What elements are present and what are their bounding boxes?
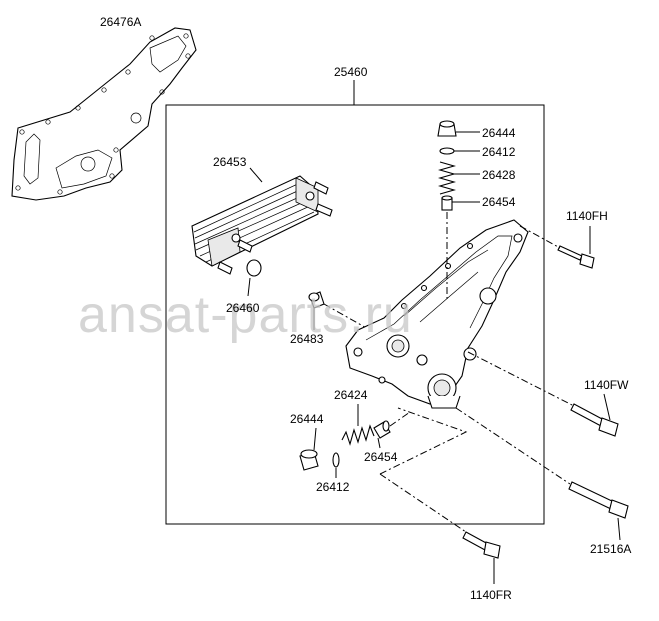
label-26412-upper: 26412 xyxy=(482,145,516,159)
washer-26412-lower xyxy=(332,452,340,468)
label-26412-lower: 26412 xyxy=(316,480,350,494)
oil-filter-housing xyxy=(345,219,529,409)
label-1140FR: 1140FR xyxy=(470,588,512,602)
label-26444-lower: 26444 xyxy=(290,412,324,426)
label-26424: 26424 xyxy=(334,388,368,402)
bolt-1140FW xyxy=(570,403,619,437)
label-26444-upper: 26444 xyxy=(482,126,516,140)
o-ring-26460 xyxy=(246,259,262,277)
label-26460: 26460 xyxy=(226,301,260,315)
bolt-1140FR xyxy=(462,531,501,559)
oil-cooler-26453 xyxy=(191,175,333,275)
bolt-21516A xyxy=(568,481,629,519)
assembly-frame xyxy=(165,104,545,525)
valve-26454-upper xyxy=(441,195,453,211)
gasket-26476A xyxy=(11,27,197,201)
label-26454-lower: 26454 xyxy=(364,450,398,464)
label-26454-upper: 26454 xyxy=(482,195,516,209)
bolt-1140FH xyxy=(557,245,595,269)
plug-26444-lower xyxy=(299,449,319,471)
label-1140FH: 1140FH xyxy=(566,209,608,223)
label-26483: 26483 xyxy=(290,332,324,346)
label-21516A: 21516A xyxy=(590,542,631,556)
washer-26412-upper xyxy=(439,147,455,155)
label-1140FW: 1140FW xyxy=(584,378,629,392)
label-26476A: 26476A xyxy=(100,15,141,29)
label-26453: 26453 xyxy=(213,155,247,169)
label-25460: 25460 xyxy=(334,65,368,79)
spring-26424 xyxy=(341,424,375,446)
watermark: ansat-parts.ru xyxy=(78,286,413,344)
plug-26444-upper xyxy=(437,120,457,137)
spring-26428 xyxy=(437,161,457,195)
label-26428: 26428 xyxy=(482,168,516,182)
valve-26454-lower xyxy=(373,420,391,439)
